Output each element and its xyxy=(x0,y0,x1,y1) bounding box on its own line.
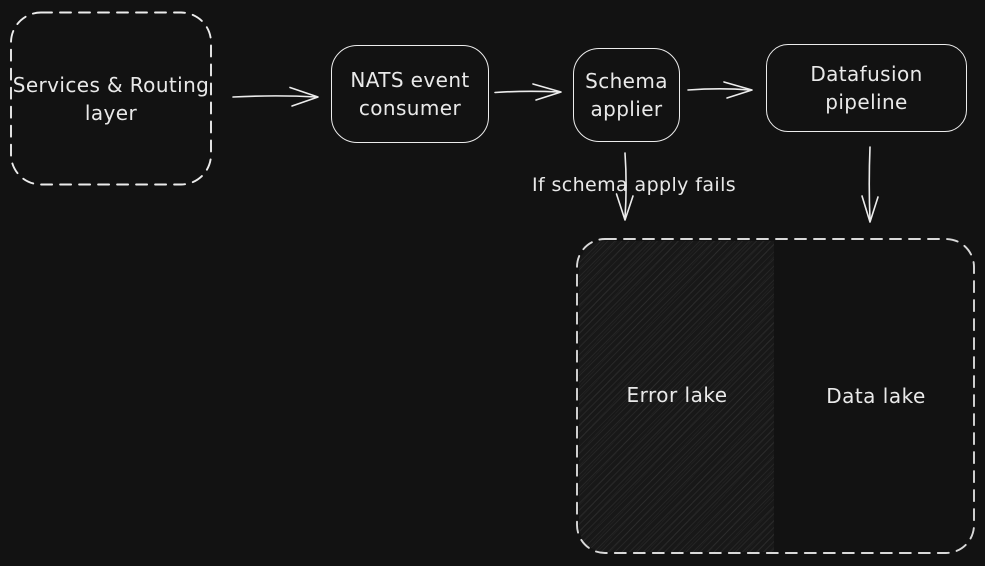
nats-label-line2: consumer xyxy=(358,96,462,120)
data-lake-label: Data lake xyxy=(826,384,926,408)
node-services-routing-layer: Services & Routing layer xyxy=(10,12,212,185)
schema-applier-label-line2: applier xyxy=(590,97,663,121)
node-schema-applier: Schema applier xyxy=(573,48,680,142)
services-routing-label: Services & Routing layer xyxy=(13,71,210,127)
services-routing-label-line2: layer xyxy=(84,100,138,125)
datafusion-pipeline-label: Datafusion pipeline xyxy=(810,62,923,114)
schema-fail-annotation: If schema apply fails xyxy=(531,174,737,196)
arrow-schema-to-datafusion xyxy=(687,81,753,99)
arrow-services-to-nats xyxy=(232,86,319,107)
arrow-datafusion-to-data-lake xyxy=(861,146,879,223)
node-datafusion-pipeline: Datafusion pipeline xyxy=(766,44,967,132)
services-routing-label-line1: Services & Routing xyxy=(12,72,210,97)
schema-applier-label: Schema applier xyxy=(585,67,668,123)
arrow-nats-to-schema xyxy=(494,83,562,101)
nats-label: NATS event consumer xyxy=(350,66,469,122)
nats-label-line1: NATS event xyxy=(350,68,470,92)
error-lake-label: Error lake xyxy=(626,383,728,407)
schema-applier-label-line1: Schema xyxy=(585,69,668,93)
node-nats-event-consumer: NATS event consumer xyxy=(331,45,489,143)
